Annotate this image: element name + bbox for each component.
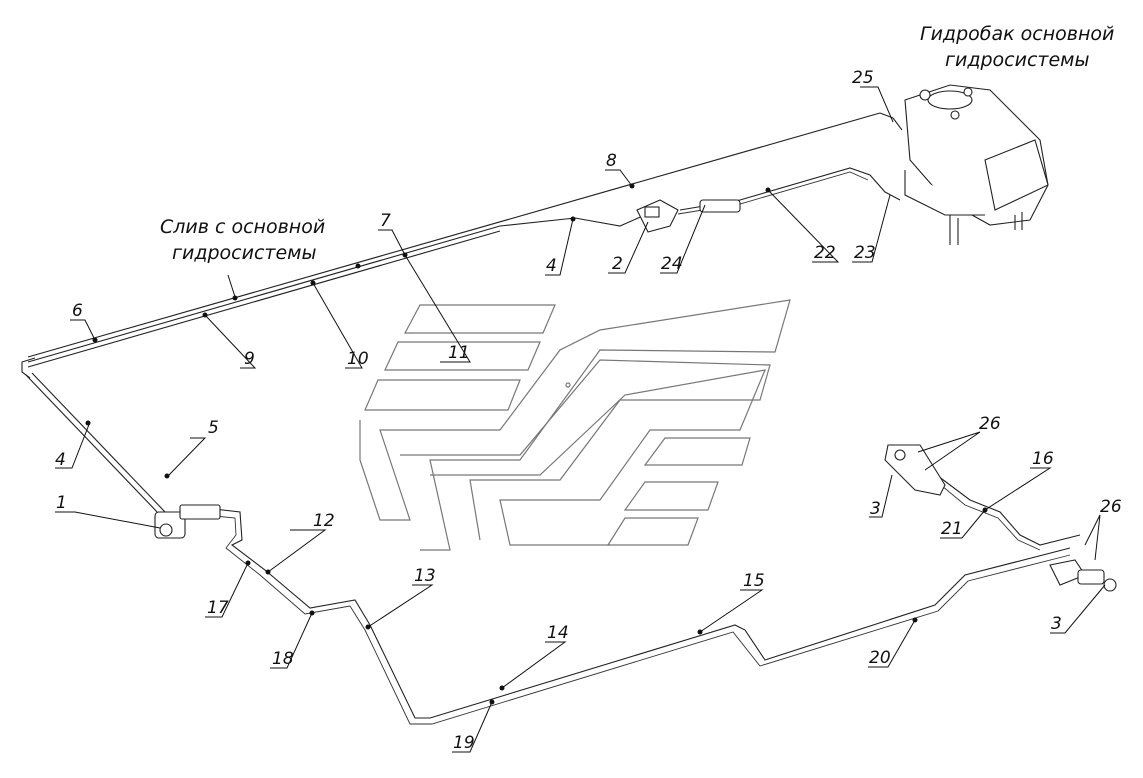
callout-15: 15 — [743, 571, 765, 591]
callout-4: 4 — [55, 450, 66, 470]
drain-title-line1: Слив с основной — [160, 216, 325, 238]
callout-3: 3 — [1051, 614, 1062, 634]
callout-10: 10 — [347, 349, 369, 369]
callout-20: 20 — [869, 648, 891, 668]
callout-25: 25 — [852, 68, 874, 88]
callout-23: 23 — [854, 243, 876, 263]
callout-8: 8 — [606, 151, 617, 171]
lower-pipes — [204, 459, 1081, 725]
callout-21: 21 — [941, 519, 963, 539]
tank-title-line1: Гидробак основной — [920, 23, 1114, 45]
callout-24: 24 — [661, 254, 683, 274]
callout-17: 17 — [207, 598, 229, 618]
hydraulic-tank — [904, 84, 1049, 245]
callout-7: 7 — [380, 211, 391, 231]
cylinder-left — [154, 504, 221, 539]
callout-26: 26 — [979, 414, 1001, 434]
callout-13: 13 — [414, 566, 436, 586]
callout-labels: 1 2 3 3 4 4 5 6 7 8 9 10 11 12 13 14 15 … — [55, 68, 1122, 753]
callout-22: 22 — [814, 243, 836, 263]
tank-title-line2: гидросистемы — [945, 49, 1090, 71]
callout-5: 5 — [208, 418, 219, 438]
callout-3: 3 — [870, 499, 881, 519]
callout-26: 26 — [1100, 497, 1122, 517]
cylinder-right-top — [884, 444, 946, 496]
callout-2: 2 — [612, 254, 623, 274]
callout-4: 4 — [546, 256, 557, 276]
callout-18: 18 — [272, 649, 294, 669]
callout-1: 1 — [56, 493, 67, 513]
title-labels: Гидробак основной гидросистемы Слив с ос… — [160, 23, 1114, 264]
callout-16: 16 — [1032, 449, 1054, 469]
callout-19: 19 — [453, 733, 475, 753]
callout-12: 12 — [313, 511, 335, 531]
callout-11: 11 — [448, 343, 470, 363]
callout-9: 9 — [244, 349, 255, 369]
callout-14: 14 — [547, 623, 569, 643]
callout-6: 6 — [72, 301, 83, 321]
leader-lines — [55, 86, 1106, 753]
valve-block — [636, 199, 741, 233]
drain-title-line2: гидросистемы — [172, 242, 317, 264]
cylinder-right-bottom — [1049, 559, 1117, 592]
manufacturer-logo — [359, 299, 791, 551]
